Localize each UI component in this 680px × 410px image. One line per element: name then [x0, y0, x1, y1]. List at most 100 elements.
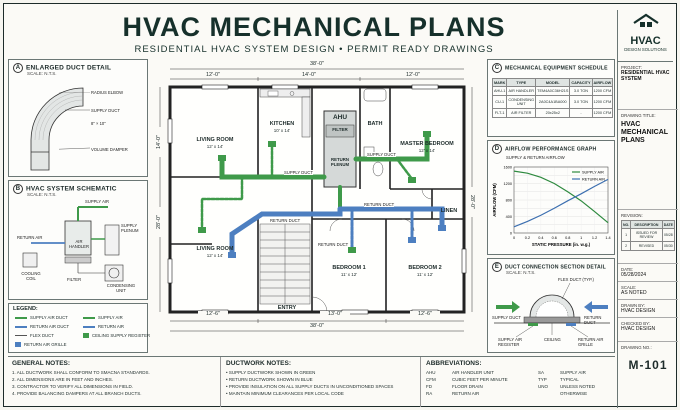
x-tick-label: 0.6 [552, 236, 557, 240]
label-condensing-unit: CONDENSING UNIT [106, 283, 136, 293]
legend-item: RETURN AIR DUCT [15, 324, 69, 329]
dim-overall-bottom: 38'-0" [302, 323, 332, 329]
legend-item: SUPPLY AIR [83, 315, 123, 320]
note-item: • SUPPLY DUCTWORK SHOWN IN GREEN [226, 370, 316, 375]
abbreviation-cell: TYPICAL [560, 377, 579, 382]
house-icon [632, 13, 659, 27]
date-value: 05/28/2024 [621, 272, 647, 278]
label-supply-register: SUPPLY AIR REGISTER [498, 337, 523, 347]
revision-label: REVISION: [621, 213, 643, 218]
ahu-filter-label: FILTER [332, 127, 348, 132]
drawing-title-label: DRAWING TITLE: [621, 113, 656, 118]
label-radius-elbow: RADIUS ELBOW [91, 90, 124, 95]
detail-badge: E [492, 262, 502, 272]
series-line [513, 178, 609, 228]
room-name: BEDROOM 2 [408, 265, 442, 271]
dim-bot-a: 12'-6" [198, 311, 228, 317]
table-cell: 3.0 TON [569, 86, 593, 96]
dim-overall-top: 38'-0" [302, 61, 332, 67]
note-item: 2. ALL DIMENSIONS ARE IN FEET AND INCHES… [12, 377, 114, 382]
ductwork-notes: DUCTWORK NOTES: • SUPPLY DUCTWORK SHOWN … [226, 360, 418, 397]
x-tick-label: 0.4 [538, 236, 543, 240]
label-return-air: RETURN AIR [17, 235, 43, 240]
sheet-subtitle: RESIDENTIAL HVAC SYSTEM DESIGN • PERMIT … [134, 44, 494, 55]
duct-label-return-3: RETURN DUCT [318, 242, 349, 247]
y-tick-label: 1600 [504, 166, 512, 170]
detail-scale: SCALE: N.T.S. [27, 192, 57, 197]
table-header: NO. [620, 220, 632, 229]
legend-item: CEILING SUPPLY REGISTER [83, 333, 150, 339]
table-header: MARK [491, 78, 508, 87]
logo-name: HVAC [630, 35, 661, 47]
drawn-by-label: DRAWN BY: [621, 303, 645, 308]
scale-value: AS NOTED [621, 290, 647, 296]
table-header: DATE [661, 220, 676, 229]
scale-label: SCALE: [621, 285, 637, 290]
dim-right-total: 28'-0" [469, 187, 475, 217]
project-name: RESIDENTIAL HVAC SYSTEM [621, 70, 670, 82]
abbreviation-cell: SA [538, 370, 545, 375]
table-header: DESCRIPTION [630, 220, 663, 229]
floor-plan: 38'-0" 12'-0" 14'-0" 12'-0" 14'-0" 28'-0… [152, 59, 482, 357]
table-cell: CONDENSING UNIT [506, 95, 537, 109]
room-name: LINEN [440, 208, 458, 214]
abbreviations-title: ABBREVIATIONS: [426, 360, 482, 367]
y-tick-label: 800 [506, 199, 512, 203]
duct-label-supply-2: SUPPLY DUCT [367, 152, 396, 157]
legend-swatch [83, 333, 89, 339]
room-linen: LINEN [434, 208, 464, 215]
duct-label-return-1: RETURN DUCT [270, 218, 301, 223]
legend-label: RETURN AIR [98, 324, 125, 329]
label-duct-size: 8" × 10" [91, 121, 106, 126]
room-name: LIVING ROOM [196, 246, 234, 252]
legend-label: RETURN AIR [582, 178, 605, 182]
legend-swatch [83, 316, 95, 319]
legend-label: RETURN AIR GRILLE [24, 342, 67, 347]
table-cell: REVISED [630, 241, 663, 251]
legend-title: LEGEND: [13, 306, 38, 312]
room-name: ENTRY [277, 305, 297, 311]
legend-swatch [15, 335, 27, 337]
x-tick-label: 0.2 [525, 236, 530, 240]
date-label: DATE: [621, 267, 634, 272]
table-cell: 2 [620, 241, 632, 251]
table-cell: CU-1 [491, 95, 508, 109]
room-size: 12' x 14' [206, 252, 224, 258]
legend-swatch [15, 342, 21, 348]
label-supply-plenum: SUPPLY PLENUM [121, 223, 139, 233]
y-tick-label: 1200 [504, 182, 512, 186]
schematic-drawing [22, 206, 124, 282]
label-supply-duct: SUPPLY DUCT [91, 108, 120, 113]
notes-row: GENERAL NOTES: 1. ALL DUCTWORK SHALL CON… [8, 356, 615, 407]
abbreviation-cell: RA [426, 391, 433, 396]
room-name: MASTER BEDROOM [400, 141, 454, 147]
table-cell: AIR HANDLER [506, 86, 537, 96]
drawing-sheet: HVAC MECHANICAL PLANS RESIDENTIAL HVAC S… [3, 3, 678, 408]
legend-item: RETURN AIR GRILLE [15, 342, 67, 348]
room-name: BEDROOM 1 [332, 265, 366, 271]
x-tick-label: 1.2 [592, 236, 597, 240]
label-ceiling: CEILING [544, 337, 561, 342]
y-axis-label: AIRFLOW (CFM) [492, 183, 497, 217]
room-name: KITCHEN [269, 121, 295, 127]
note-item: • PROVIDE INSULATION ON ALL SUPPLY DUCTS… [226, 384, 394, 389]
abbreviation-cell: CUBIC FEET PER MINUTE [452, 377, 508, 382]
duct-label-supply-1: SUPPLY DUCT [284, 170, 313, 175]
note-item: 1. ALL DUCTWORK SHALL CONFORM TO SMACNA … [12, 370, 150, 375]
table-cell: FLT-1 [491, 108, 508, 118]
room-name: LIVING ROOM [196, 137, 234, 143]
y-tick-label: 400 [506, 215, 512, 219]
detail-title: HVAC SYSTEM SCHEMATIC [26, 185, 117, 193]
